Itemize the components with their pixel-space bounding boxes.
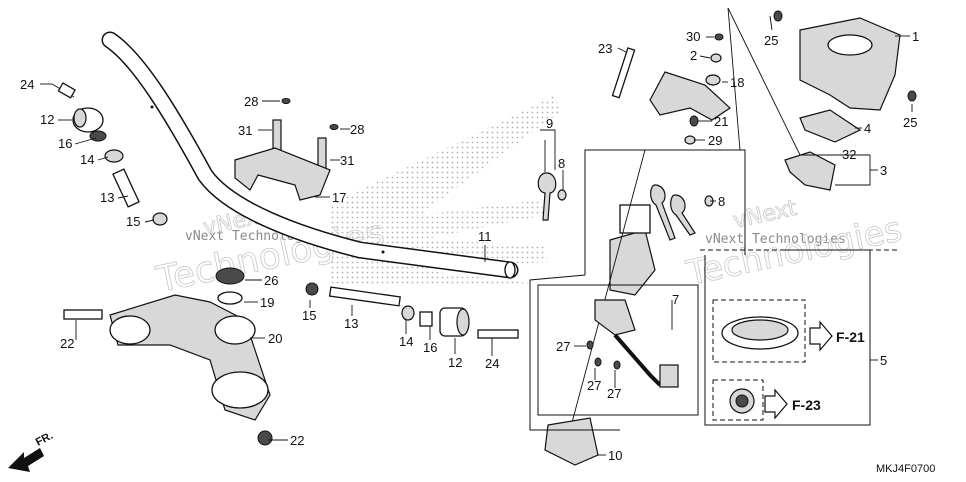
leader-lines bbox=[40, 7, 913, 456]
callout-12b: 12 bbox=[448, 355, 462, 370]
callout-31a: 31 bbox=[238, 123, 252, 138]
callout-30: 30 bbox=[686, 29, 700, 44]
callout-11: 11 bbox=[478, 229, 492, 244]
ref-f23[interactable]: F-23 bbox=[792, 397, 821, 413]
callout-24b: 24 bbox=[485, 356, 499, 371]
callout-13b: 13 bbox=[344, 316, 358, 331]
callout-2: 2 bbox=[690, 48, 697, 63]
callout-8b: 8 bbox=[718, 194, 725, 209]
dotted-wing-background bbox=[330, 95, 560, 285]
callout-26: 26 bbox=[264, 273, 278, 288]
callout-1: 1 bbox=[912, 29, 919, 44]
callout-27b: 27 bbox=[587, 378, 601, 393]
callout-31b: 31 bbox=[340, 153, 354, 168]
reference-parts bbox=[721, 316, 799, 414]
front-arrow-icon bbox=[8, 448, 44, 472]
callout-3: 3 bbox=[880, 163, 887, 178]
callout-22b: 22 bbox=[290, 433, 304, 448]
callout-32: 32 bbox=[842, 147, 856, 162]
callout-22a: 22 bbox=[60, 336, 74, 351]
callouts: 24 12 16 14 13 15 28 31 28 31 17 11 26 1… bbox=[20, 29, 919, 463]
upper-handlebar-holder bbox=[234, 98, 339, 201]
callout-20: 20 bbox=[268, 331, 282, 346]
callout-19: 19 bbox=[260, 295, 274, 310]
callout-25a: 25 bbox=[764, 33, 778, 48]
callout-13: 13 bbox=[100, 190, 114, 205]
callout-9: 9 bbox=[546, 116, 553, 131]
callout-21: 21 bbox=[714, 114, 728, 129]
callout-28b: 28 bbox=[350, 122, 364, 137]
callout-7: 7 bbox=[672, 292, 679, 307]
callout-12: 12 bbox=[40, 112, 54, 127]
watermark-brand-right: vNext Technologies bbox=[705, 232, 846, 247]
callout-27a: 27 bbox=[556, 339, 570, 354]
callout-15: 15 bbox=[126, 214, 140, 229]
callout-23: 23 bbox=[598, 41, 612, 56]
callout-16: 16 bbox=[58, 136, 72, 151]
callout-17: 17 bbox=[332, 190, 346, 205]
front-marker: FR. bbox=[34, 430, 55, 449]
bottom-bridge bbox=[63, 267, 273, 446]
ref-f21[interactable]: F-21 bbox=[836, 329, 865, 345]
keys bbox=[537, 172, 714, 241]
watermark-outline-vnext-right: vNext bbox=[731, 196, 799, 234]
callout-24: 24 bbox=[20, 77, 34, 92]
callout-16b: 16 bbox=[423, 340, 437, 355]
left-grip-weight-assembly bbox=[51, 82, 168, 226]
reference-arrow-icon-f21 bbox=[809, 320, 833, 352]
callout-8a: 8 bbox=[558, 156, 565, 171]
callout-29: 29 bbox=[708, 133, 722, 148]
watermark-outline-right: Technologies bbox=[683, 209, 906, 294]
callout-15b: 15 bbox=[302, 308, 316, 323]
frames bbox=[529, 149, 900, 431]
reference-arrow-icon-f23 bbox=[764, 388, 788, 420]
diagram-code: MKJ4F0700 bbox=[876, 463, 935, 475]
callout-25b: 25 bbox=[903, 115, 917, 130]
right-grip-weight-assembly bbox=[305, 282, 519, 339]
callout-27c: 27 bbox=[607, 386, 621, 401]
callout-28a: 28 bbox=[244, 94, 258, 109]
callout-10: 10 bbox=[608, 448, 622, 463]
callout-18: 18 bbox=[730, 75, 744, 90]
top-cover-assembly bbox=[773, 10, 917, 191]
handlebar bbox=[101, 31, 519, 279]
callout-14: 14 bbox=[80, 152, 94, 167]
callout-4: 4 bbox=[864, 121, 871, 136]
callout-14b: 14 bbox=[399, 334, 413, 349]
callout-5: 5 bbox=[880, 353, 887, 368]
